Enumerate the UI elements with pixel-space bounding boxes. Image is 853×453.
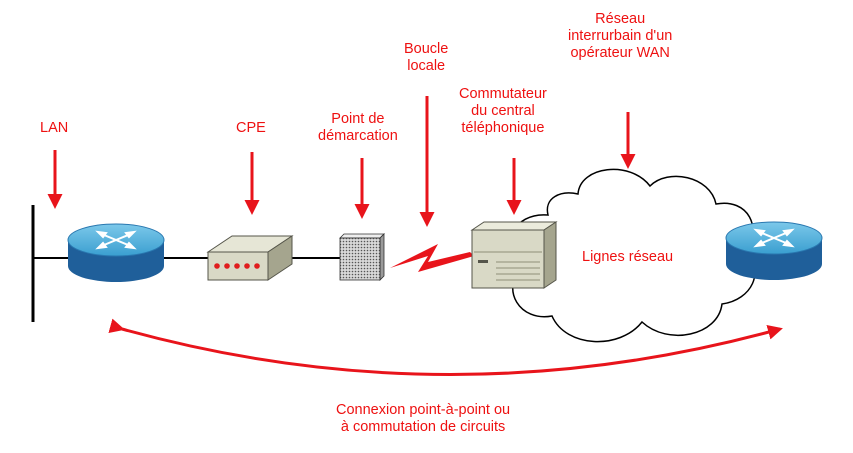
label-connection: Connexion point-à-point ou à commutation… [336,402,511,435]
cpe-device-icon [206,235,294,281]
label-lan: LAN [40,120,69,136]
label-local-loop: Boucle locale [404,41,449,74]
co-switch-icon [470,221,558,289]
lightning-icon [390,244,474,272]
label-demarcation-point: Point de démarcation [318,111,398,144]
label-wan-network: Réseau interrurbain d'un opérateur WAN [568,11,673,61]
label-co-switch: Commutateur du central téléphonique [459,86,547,136]
cloud-icon [509,168,756,343]
label-cpe: CPE [236,120,266,136]
router-icon [67,223,165,282]
demarcation-box-icon [339,233,385,281]
label-trunk-lines: Lignes réseau [582,249,674,265]
router-icon [725,221,823,280]
connection-span-arrow [108,318,783,376]
